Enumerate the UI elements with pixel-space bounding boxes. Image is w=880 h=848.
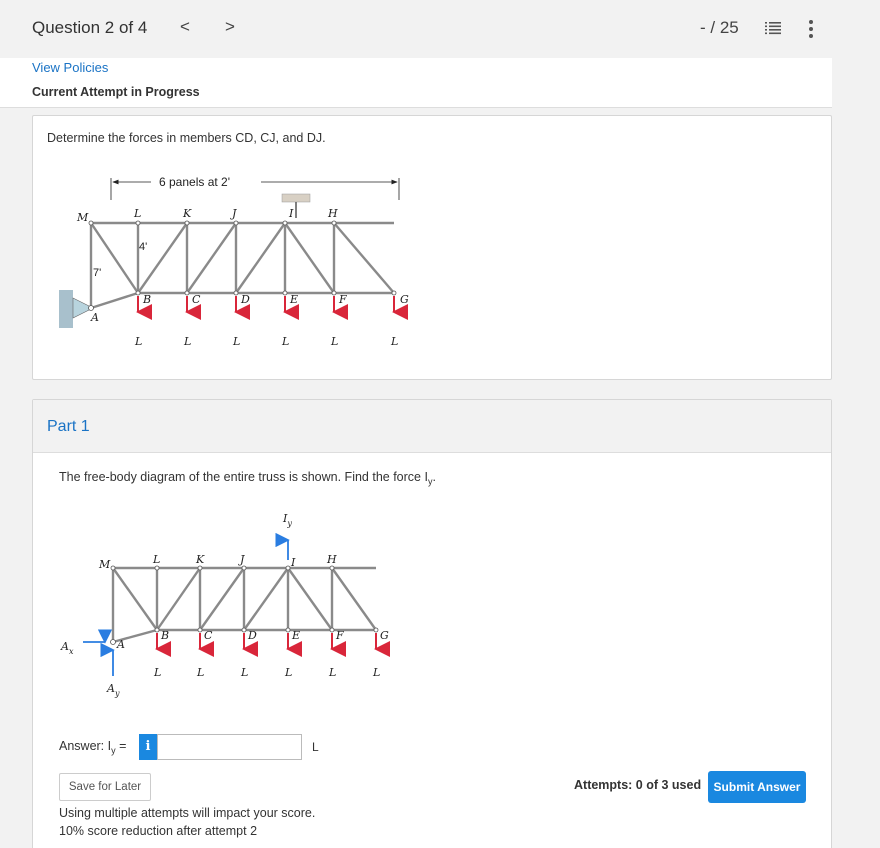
answer-unit: L <box>312 740 319 754</box>
fbd-load-label-b: L <box>153 666 161 679</box>
load-label-g: L <box>390 335 398 348</box>
reaction-ay-label: Ay <box>106 682 120 698</box>
reaction-ax-label: Ax <box>60 640 74 656</box>
load-label-b: L <box>134 335 142 348</box>
part-prompt: The free-body diagram of the entire trus… <box>59 470 436 487</box>
fbd-node-c: C <box>204 629 213 642</box>
load-arrows <box>136 296 408 320</box>
fbd-load-label-c: L <box>196 666 204 679</box>
fbd-load-label-d: L <box>240 666 248 679</box>
attempt-info-panel <box>0 58 832 108</box>
fbd-load-label-f: L <box>328 666 336 679</box>
part-1-header: Part 1 <box>33 400 831 453</box>
attempt-status: Current Attempt in Progress <box>32 85 200 99</box>
more-options-icon[interactable] <box>808 19 814 39</box>
answer-label: Answer: Iy = <box>59 739 127 756</box>
truss-members <box>89 221 395 310</box>
free-body-diagram: Iy M L K J I H A <box>60 512 390 698</box>
fbd-load-arrows <box>155 633 390 657</box>
ceiling-support <box>281 193 311 203</box>
node-label-j: J <box>230 207 237 220</box>
fbd-node-d: D <box>247 629 257 642</box>
fbd-node-j: J <box>238 553 245 566</box>
fbd-node-h: H <box>326 553 337 566</box>
question-list-icon[interactable] <box>765 21 781 35</box>
node-label-h: H <box>327 207 338 220</box>
previous-question-button[interactable]: < <box>180 17 190 36</box>
question-card: Determine the forces in members CD, CJ, … <box>32 115 832 380</box>
reaction-iy-label: Iy <box>282 512 292 528</box>
part-1-card: Part 1 The free-body diagram of the enti… <box>32 399 832 848</box>
node-label-d: D <box>240 293 250 306</box>
fbd-node-i: I <box>290 556 296 569</box>
fbd-node-b: B <box>160 629 169 642</box>
fbd-node-g: G <box>380 629 389 642</box>
load-label-f: L <box>330 335 338 348</box>
answer-input[interactable] <box>157 734 302 760</box>
fbd-node-a: A <box>116 638 125 651</box>
attempts-warning: Using multiple attempts will impact your… <box>59 806 316 820</box>
attempts-counter: Attempts: 0 of 3 used <box>574 778 702 792</box>
truss-figure: 6 panels at 2' M <box>59 175 409 348</box>
wall-support <box>59 290 73 328</box>
load-label-c: L <box>183 335 191 348</box>
next-question-button[interactable]: > <box>225 17 235 36</box>
node-label-g: G <box>400 293 409 306</box>
question-progress: Question 2 of 4 <box>32 18 148 37</box>
fbd-node-f: F <box>335 629 344 642</box>
load-label-e: L <box>281 335 289 348</box>
fbd-node-e: E <box>291 629 300 642</box>
fbd-node-l: L <box>152 553 160 566</box>
fbd-load-label-g: L <box>372 666 380 679</box>
node-label-l: L <box>133 207 141 220</box>
node-label-c: C <box>192 293 201 306</box>
save-for-later-button[interactable]: Save for Later <box>59 773 151 801</box>
node-label-a: A <box>90 311 99 324</box>
top-bar: Question 2 of 4 < > - / 25 <box>0 0 880 58</box>
node-label-f: F <box>338 293 347 306</box>
question-text: Determine the forces in members CD, CJ, … <box>47 131 326 145</box>
node-label-k: K <box>182 207 192 220</box>
panels-dimension-label: 6 panels at 2' <box>159 175 230 189</box>
load-label-d: L <box>232 335 240 348</box>
depth-label: 4' <box>139 241 147 253</box>
fbd-node-m: M <box>98 558 111 571</box>
submit-answer-button[interactable]: Submit Answer <box>708 771 806 803</box>
part-title: Part 1 <box>47 418 90 435</box>
fbd-load-label-e: L <box>284 666 292 679</box>
node-label-b: B <box>142 293 151 306</box>
node-label-m: M <box>76 211 89 224</box>
info-button[interactable]: i <box>139 734 157 760</box>
height-label: 7' <box>93 267 101 279</box>
part-prompt-subscript: y <box>427 476 433 487</box>
score-display: - / 25 <box>700 18 739 37</box>
node-label-i: I <box>288 207 294 220</box>
part-prompt-end: . <box>432 470 436 484</box>
fbd-node-k: K <box>195 553 205 566</box>
view-policies-link[interactable]: View Policies <box>32 60 109 75</box>
node-label-e: E <box>289 293 298 306</box>
score-reduction-note: 10% score reduction after attempt 2 <box>59 824 258 838</box>
part-prompt-text: The free-body diagram of the entire trus… <box>59 470 428 484</box>
